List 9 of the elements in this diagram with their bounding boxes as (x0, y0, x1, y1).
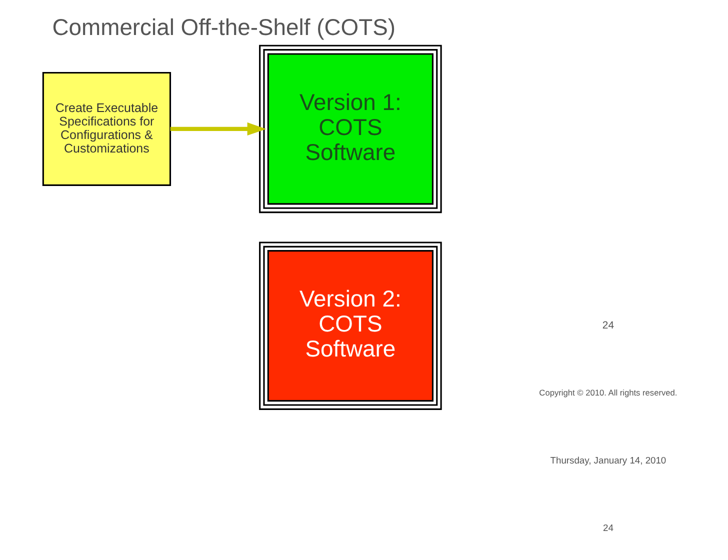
label: Copyright © 2010. All rights reserved. (538, 388, 677, 398)
diagram-title: Commercial Off-the-Shelf (COTS) (52, 14, 396, 40)
label: 24 (602, 523, 613, 534)
node-box: Create Executable Specifications for Configurations & Customizations (42, 72, 171, 186)
arrow (170, 122, 266, 136)
label: Thursday, January 14, 2010 (550, 456, 666, 466)
label: 24 (602, 320, 614, 332)
node-box: Version 2: COTS Software (258, 242, 442, 410)
node-box: Version 1: COTS Software (258, 44, 442, 214)
